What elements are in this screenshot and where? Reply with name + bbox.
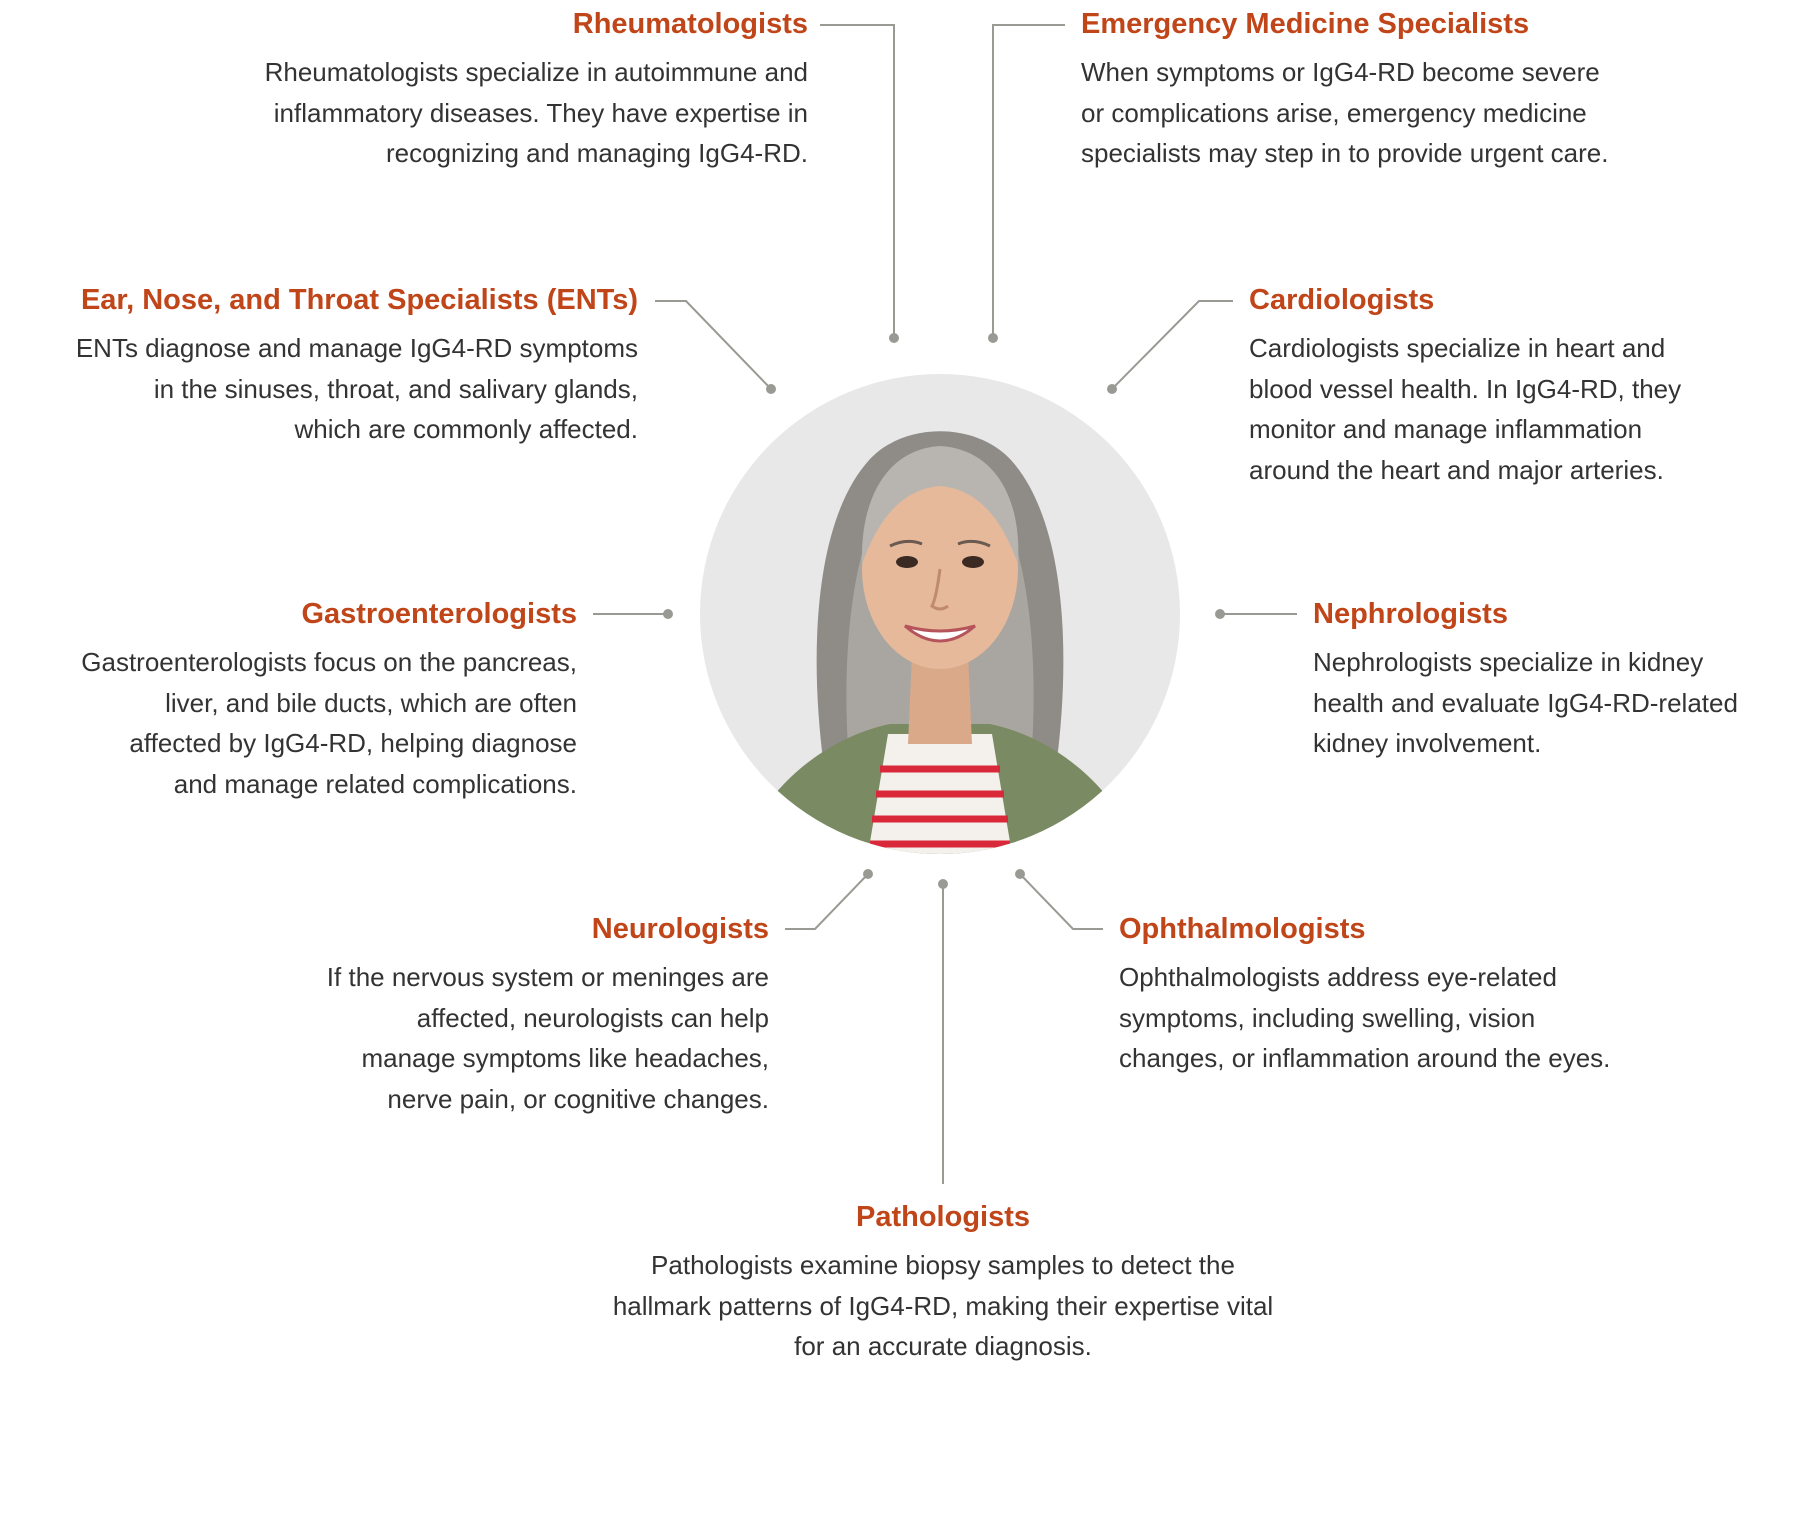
specialist-title: Ear, Nose, and Throat Specialists (ENTs) [80,284,638,316]
connector-dot [663,609,673,619]
specialist-ent: Ear, Nose, and Throat Specialists (ENTs)… [76,280,638,450]
connector-dot [766,384,776,394]
specialist-title: Emergency Medicine Specialists [1081,8,1530,40]
connector-emergency [992,24,1065,338]
connector-cardiologists [1111,300,1233,390]
connector-neurologists [785,873,869,930]
specialist-neurologists: Neurologists If the nervous system or me… [327,909,769,1119]
specialist-description: Pathologists examine biopsy samples to d… [612,1250,1274,1361]
specialist-description: Ophthalmologists address eye-related sym… [1119,962,1611,1073]
specialist-title: Rheumatologists [572,8,808,40]
connector-dot [988,333,998,343]
connector-ophthalmologists [1019,873,1103,930]
connector-ent [655,300,772,390]
specialist-description: ENTs diagnose and manage IgG4-RD symptom… [75,333,638,444]
specialist-description: When symptoms or IgG4-RD become severe o… [1081,57,1609,168]
connector-dot [1215,609,1225,619]
specialist-description: Cardiologists specialize in heart and bl… [1249,333,1682,485]
specialist-rheumatologists: Rheumatologists Rheumatologists speciali… [265,4,808,174]
specialist-description: Gastroenterologists focus on the pancrea… [81,647,577,799]
specialist-pathologists: Pathologists Pathologists examine biopsy… [493,1197,1393,1367]
specialist-title: Nephrologists [1313,598,1508,630]
connector-dot [863,869,873,879]
connector-rheumatologists [820,24,895,338]
connector-dot [1107,384,1117,394]
specialist-title: Cardiologists [1249,284,1435,316]
specialist-cardiologists: Cardiologists Cardiologists specialize i… [1249,280,1681,490]
connector-dot [889,333,899,343]
portrait-image [700,374,1180,854]
specialist-description: If the nervous system or meninges are af… [326,962,769,1114]
specialist-description: Rheumatologists specialize in autoimmune… [264,57,808,168]
specialist-description: Nephrologists specialize in kidney healt… [1313,647,1738,758]
specialist-gastroenterologists: Gastroenterologists Gastroenterologists … [81,594,577,804]
specialist-title: Neurologists [591,913,769,945]
specialist-title: Pathologists [855,1201,1030,1233]
connector-dot [1015,869,1025,879]
specialist-title: Ophthalmologists [1119,913,1366,945]
specialist-emergency-medicine: Emergency Medicine Specialists When symp… [1081,4,1608,174]
specialist-ophthalmologists: Ophthalmologists Ophthalmologists addres… [1119,909,1610,1079]
specialist-nephrologists: Nephrologists Nephrologists specialize i… [1313,594,1738,764]
connector-dot [938,879,948,889]
specialist-title: Gastroenterologists [301,598,577,630]
